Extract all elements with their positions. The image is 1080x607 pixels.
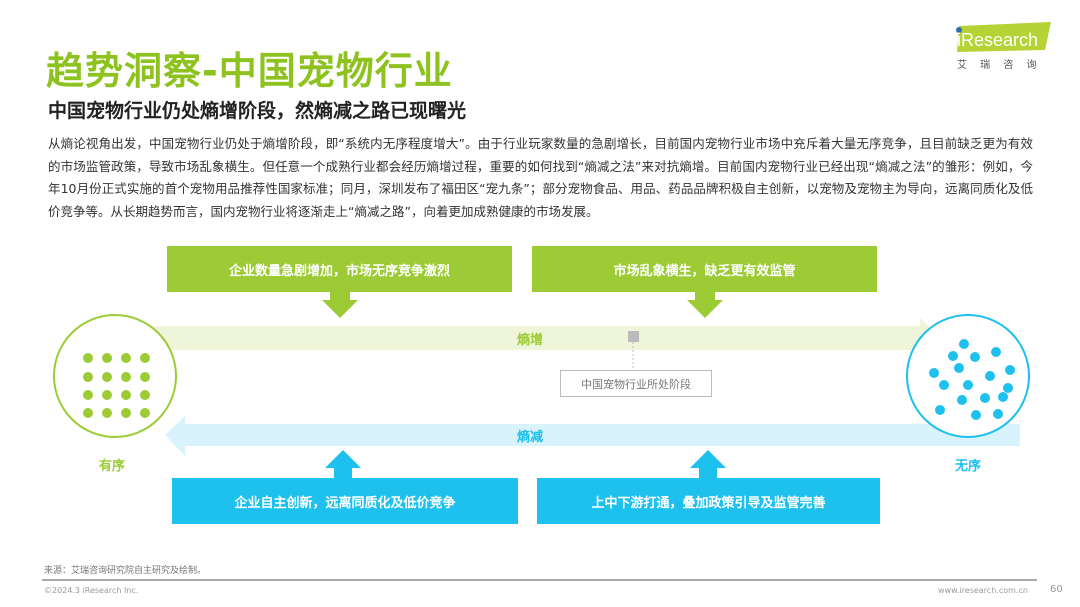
disordered-circle bbox=[906, 314, 1030, 438]
svg-text:iResearch: iResearch bbox=[957, 30, 1038, 50]
footer-divider bbox=[42, 579, 1037, 581]
logo-cn: 艾 瑞 咨 询 bbox=[957, 60, 1042, 71]
page-subtitle: 中国宠物行业仍处熵增阶段，然熵减之路已现曙光 bbox=[48, 100, 467, 122]
arrow-up-icon bbox=[325, 450, 361, 478]
copyright: ©2024.3 iResearch Inc. bbox=[44, 586, 139, 595]
stage-marker bbox=[628, 331, 639, 342]
bottom-box-2: 上中下游打通，叠加政策引导及监管完善 bbox=[537, 478, 880, 524]
arrow-down-icon bbox=[322, 292, 358, 318]
iresearch-logo: iResearch 艾 瑞 咨 询 bbox=[953, 22, 1053, 71]
entropy-increase-band bbox=[145, 318, 940, 358]
page-number: 60 bbox=[1050, 584, 1063, 595]
page-title: 趋势洞察-中国宠物行业 bbox=[46, 49, 453, 93]
ordered-label: 有序 bbox=[99, 459, 126, 474]
arrow-down-icon bbox=[687, 292, 723, 318]
arrow-up-icon bbox=[690, 450, 726, 478]
bottom-box-1: 企业自主创新，远离同质化及低价竞争 bbox=[172, 478, 518, 524]
ordered-circle bbox=[53, 314, 177, 438]
disordered-label: 无序 bbox=[955, 459, 982, 474]
disordered-dots bbox=[929, 339, 1015, 420]
top-box-2: 市场乱象横生，缺乏更有效监管 bbox=[532, 246, 877, 292]
entropy-decrease-label: 熵减 bbox=[516, 429, 543, 445]
ordered-dots bbox=[83, 353, 150, 418]
entropy-increase-label: 熵增 bbox=[516, 332, 543, 348]
current-stage-label: 中国宠物行业所处阶段 bbox=[560, 370, 712, 397]
body-paragraph: 从熵论视角出发，中国宠物行业仍处于熵增阶段，即“系统内无序程度增大”。由于行业玩… bbox=[48, 136, 1033, 219]
source-note: 来源：艾瑞咨询研究院自主研究及绘制。 bbox=[44, 566, 207, 576]
top-box-1: 企业数量急剧增加，市场无序竞争激烈 bbox=[167, 246, 512, 292]
entropy-decrease-band bbox=[165, 416, 1020, 456]
website: www.iresearch.com.cn bbox=[938, 586, 1028, 595]
logo-badge-icon: iResearch bbox=[956, 22, 1051, 52]
